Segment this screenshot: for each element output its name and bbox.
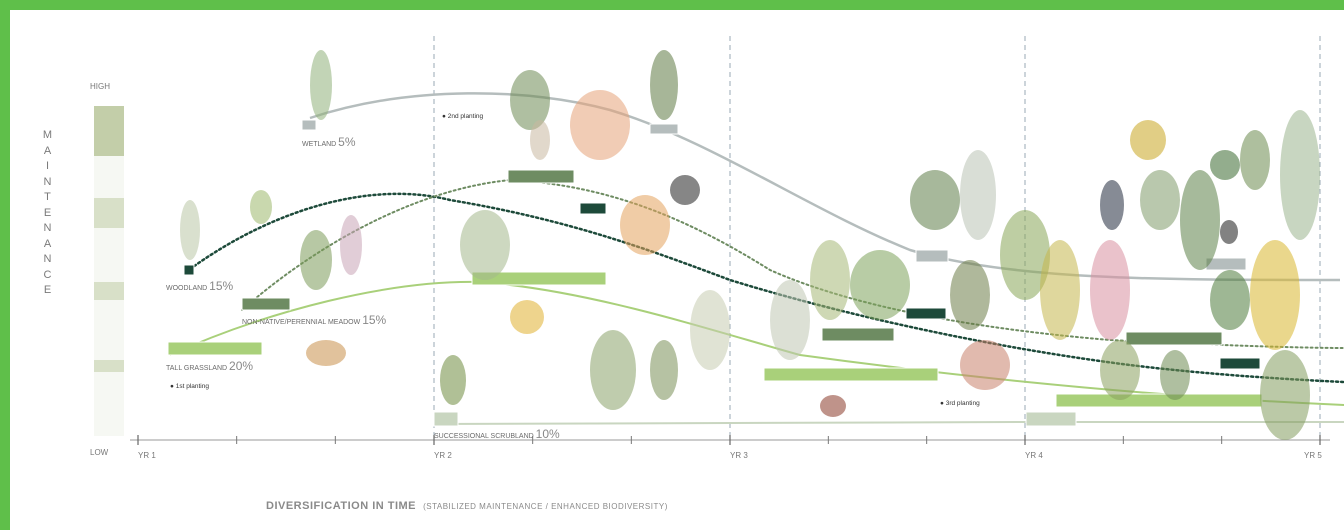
- x-tick-label: YR 3: [730, 451, 748, 460]
- plant-illustration: [590, 330, 636, 410]
- plant-illustration: [950, 260, 990, 330]
- y-axis-label-letter: A: [40, 237, 56, 253]
- series-marker-bar: [650, 124, 678, 134]
- plant-illustration: [1220, 220, 1238, 244]
- plant-illustration: [670, 175, 700, 205]
- y-low-label: LOW: [90, 448, 108, 457]
- plant-illustration: [1210, 150, 1240, 180]
- x-tick-label: YR 4: [1025, 451, 1043, 460]
- plant-illustration: [1240, 130, 1270, 190]
- series-marker-bar: [822, 328, 894, 341]
- x-axis-title-main: DIVERSIFICATION IN TIME: [266, 500, 416, 512]
- y-axis-label-letter: A: [40, 144, 56, 160]
- series-marker-bar: [1220, 358, 1260, 369]
- series-marker-bar: [580, 203, 606, 214]
- plant-illustration: [1140, 170, 1180, 230]
- series-percent: 10%: [536, 427, 560, 441]
- x-axis-title: DIVERSIFICATION IN TIME (STABILIZED MAIN…: [266, 500, 668, 512]
- plant-illustration: [810, 240, 850, 320]
- plant-illustration: [1260, 350, 1310, 440]
- series-percent: 15%: [362, 313, 386, 327]
- plant-illustration: [306, 340, 346, 366]
- series-label: WETLAND 5%: [302, 135, 356, 149]
- plant-illustration: [440, 355, 466, 405]
- plant-illustration: [1040, 240, 1080, 340]
- series-percent: 20%: [229, 359, 253, 373]
- planting-annotation: ● 2nd planting: [442, 113, 484, 120]
- y-axis-label-letter: E: [40, 206, 56, 222]
- maintenance-scale-bar: [94, 106, 124, 156]
- plant-illustration: [1250, 240, 1300, 350]
- series-marker-bar: [302, 120, 316, 130]
- y-high-label: HIGH: [90, 82, 110, 91]
- y-axis-label-letter: M: [40, 128, 56, 144]
- x-tick-label: YR 1: [138, 451, 156, 460]
- y-axis-label-letter: N: [40, 221, 56, 237]
- plant-illustration: [1160, 350, 1190, 400]
- plant-illustration: [310, 50, 332, 120]
- plant-illustration: [960, 150, 996, 240]
- plant-illustration: [960, 340, 1010, 390]
- y-axis-label: MAINTENANCE: [40, 128, 56, 299]
- plant-illustration: [1210, 270, 1250, 330]
- series-marker-bar: [1056, 394, 1262, 407]
- y-axis-label-letter: I: [40, 159, 56, 175]
- series-marker-bar: [916, 250, 948, 262]
- plant-illustration: [530, 120, 550, 160]
- plant-illustration: [620, 195, 670, 255]
- plant-illustration: [180, 200, 200, 260]
- plant-illustration: [1280, 110, 1320, 240]
- series-marker-bar: [168, 342, 262, 355]
- y-axis-label-letter: N: [40, 252, 56, 268]
- planting-annotation: ● 1st planting: [170, 383, 209, 390]
- y-axis-label-letter: C: [40, 268, 56, 284]
- plant-illustration: [510, 70, 550, 130]
- series-percent: 5%: [338, 135, 356, 149]
- series-marker-bar: [1026, 412, 1076, 426]
- series-marker-bar: [1126, 332, 1222, 345]
- series-label: TALL GRASSLAND 20%: [166, 359, 253, 373]
- plant-illustration: [460, 210, 510, 280]
- plant-illustration: [1130, 120, 1166, 160]
- x-tick-label: YR 2: [434, 451, 452, 460]
- x-axis-title-sub: (STABILIZED MAINTENANCE / ENHANCED BIODI…: [423, 502, 668, 511]
- y-axis-label-letter: T: [40, 190, 56, 206]
- plant-illustration: [340, 215, 362, 275]
- series-marker-bar: [184, 265, 194, 275]
- plant-illustration: [650, 340, 678, 400]
- plant-illustration: [1100, 340, 1140, 400]
- series-label: NON-NATIVE/PERENNIAL MEADOW 15%: [242, 313, 387, 327]
- plant-illustration: [1100, 180, 1124, 230]
- plant-illustration: [850, 250, 910, 320]
- series-marker-bar: [764, 368, 938, 381]
- series-marker-bar: [242, 298, 290, 310]
- series-percent: 15%: [209, 279, 233, 293]
- y-axis-label-letter: N: [40, 175, 56, 191]
- plant-illustration: [650, 50, 678, 120]
- series-line-successional-scrubland: [434, 422, 1344, 424]
- x-tick-label: YR 5: [1304, 451, 1322, 460]
- plant-illustration: [910, 170, 960, 230]
- series-marker-bar: [508, 170, 574, 183]
- plant-illustration: [1180, 170, 1220, 270]
- series-label: WOODLAND 15%: [166, 279, 234, 293]
- plant-illustration: [820, 395, 846, 417]
- plant-illustration: [770, 280, 810, 360]
- plant-illustration: [300, 230, 332, 290]
- series-marker-bar: [906, 308, 946, 319]
- plant-illustration: [570, 90, 630, 160]
- plant-illustration: [510, 300, 544, 334]
- maintenance-scale-track: [94, 156, 124, 436]
- planting-annotation: ● 3rd planting: [940, 400, 980, 407]
- plant-illustration: [1090, 240, 1130, 340]
- series-marker-bar: [434, 412, 458, 426]
- series-label: SUCCESSIONAL SCRUBLAND 10%: [434, 427, 560, 441]
- diversification-chart: YR 1 YR 2 YR 3 YR 4 YR 5 WETLAND 5% WOODLAND 1…: [10, 10, 1344, 530]
- plant-illustration: [690, 290, 730, 370]
- chart-frame: YR 1 YR 2 YR 3 YR 4 YR 5 WETLAND 5% WOODLAND 1…: [10, 10, 1344, 530]
- plant-illustration: [250, 190, 272, 224]
- y-axis-label-letter: E: [40, 283, 56, 299]
